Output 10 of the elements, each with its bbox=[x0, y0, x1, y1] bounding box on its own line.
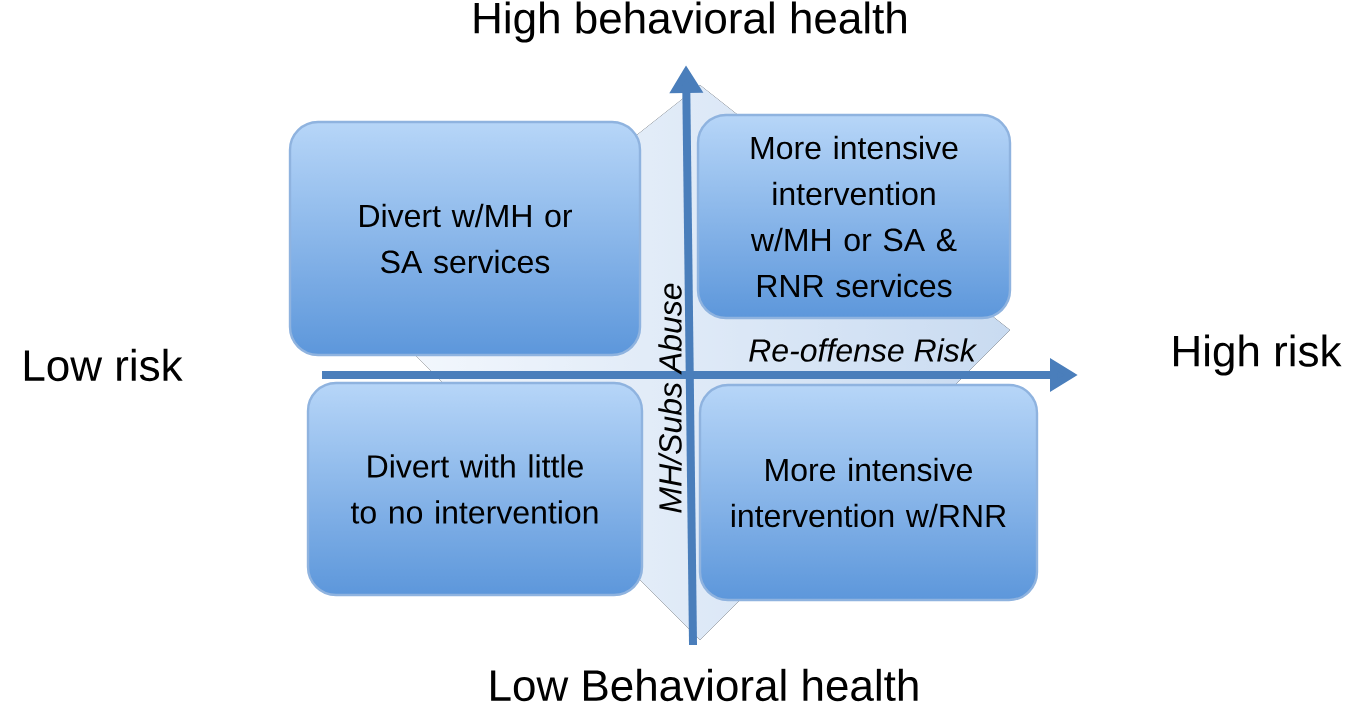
quadrant-box: More intensive intervention w/MH or SA & RNR services bbox=[696, 113, 1012, 320]
axis-label: Low risk bbox=[24, 348, 183, 382]
quadrant-box: More intensive intervention w/RNR bbox=[698, 383, 1039, 602]
axis-label: MH/Subs Abuse bbox=[658, 283, 682, 513]
quadrant-box: Divert with little to no intervention bbox=[306, 381, 644, 597]
quadrant-box: Divert w/MH or SA services bbox=[288, 120, 642, 357]
axis-label: Re-offense Risk bbox=[749, 338, 978, 362]
axis-label: Low Behavioral health bbox=[491, 668, 918, 702]
axis-label: High behavioral health bbox=[474, 1, 906, 43]
axis-label: High risk bbox=[1174, 334, 1342, 376]
